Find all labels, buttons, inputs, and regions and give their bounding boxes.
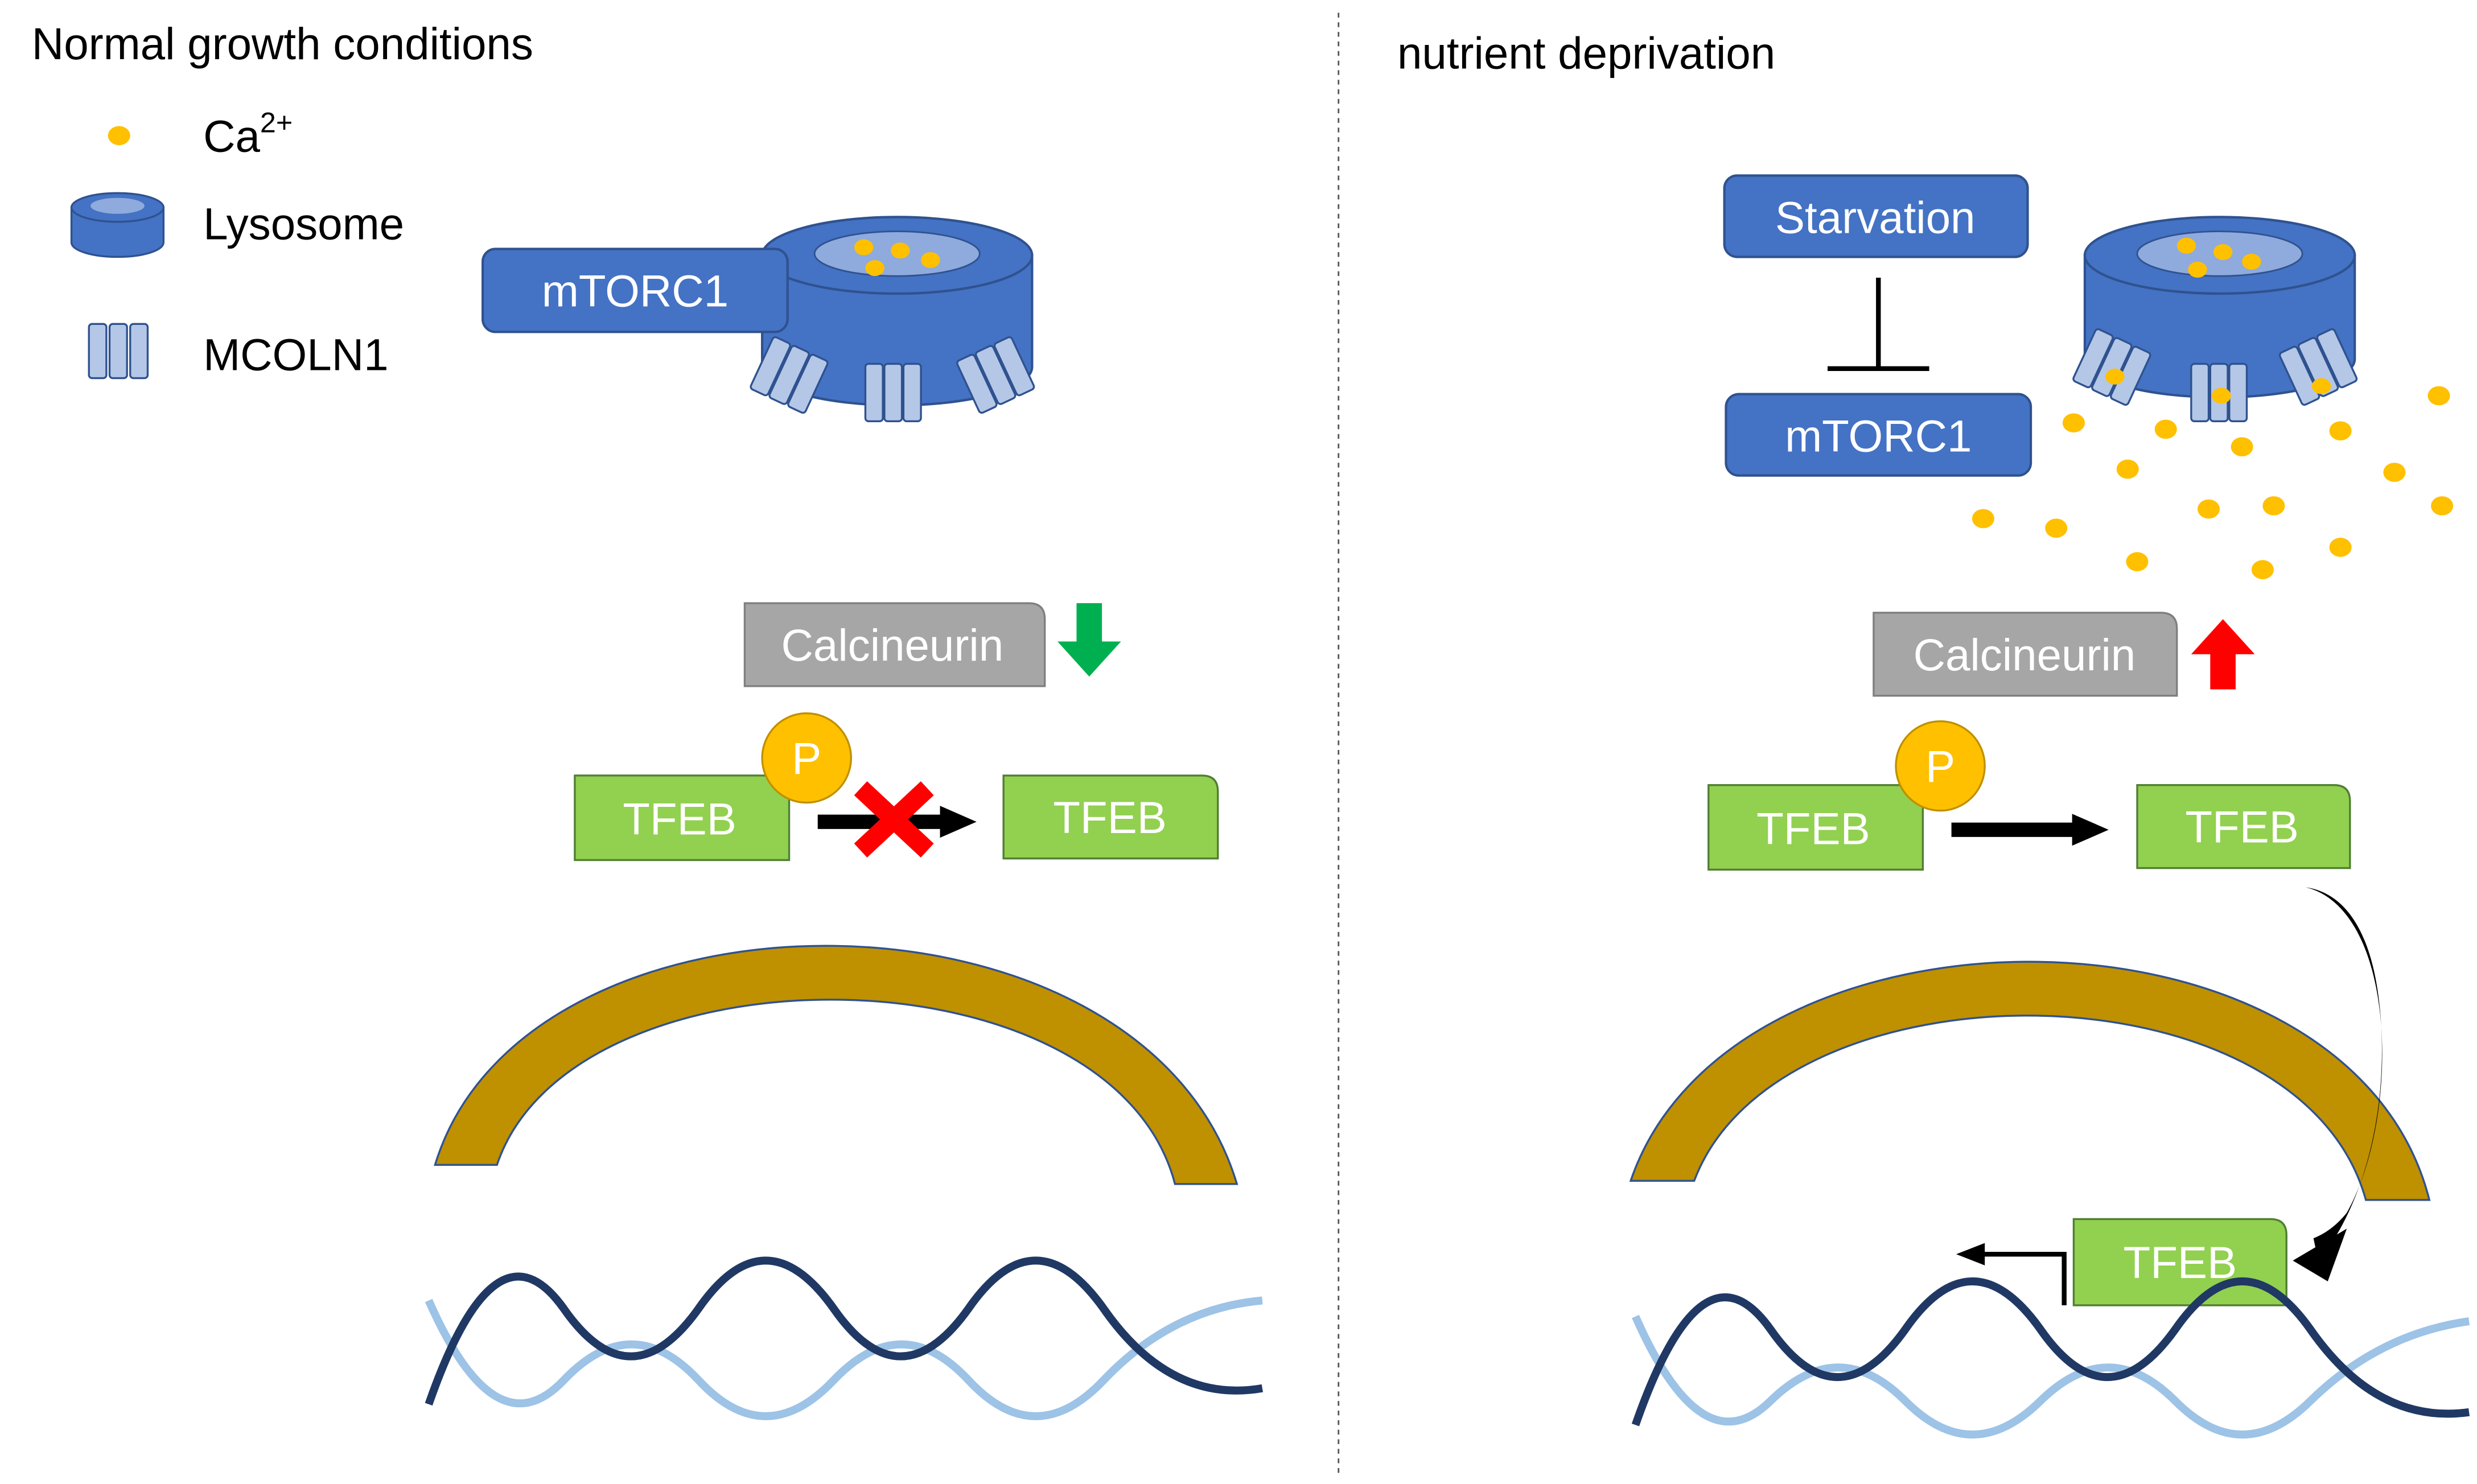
- right-tfeb-free-box: [2136, 784, 2351, 869]
- released-calcium: [1972, 386, 2454, 579]
- starvation-label: Starvation: [1775, 192, 1976, 242]
- right-phospho-label: P: [1925, 741, 1955, 792]
- right-mtorc1-label: mTORC1: [1785, 411, 1972, 461]
- nuclear-translocation-arrow: [2293, 887, 2383, 1281]
- left-calcineurin-box: [743, 602, 1046, 687]
- right-panel-title: nutrient deprivation: [1397, 28, 1775, 78]
- right-dna-strand-light: [1632, 1314, 2470, 1439]
- legend-lysosome-label: Lysosome: [203, 199, 404, 249]
- transcription-start-arrow: [1956, 1243, 2067, 1305]
- left-panel: Normal growth conditions Ca2+ Lysosome M…: [32, 19, 1264, 1420]
- right-calcineurin-box: [1873, 612, 2178, 697]
- left-tfeb-free-label: TFEB: [1053, 793, 1167, 843]
- right-mcoln1-channels: [2072, 328, 2358, 423]
- legend-mcoln1-label: MCOLN1: [203, 329, 388, 380]
- right-mtorc1-box: [1725, 393, 2032, 477]
- left-mcoln1-channels: [750, 336, 1035, 423]
- right-nuclear-envelope: [1629, 961, 2431, 1201]
- left-tfeb-free-box: [1002, 774, 1219, 860]
- right-tfeb-nuclear-label: TFEB: [2124, 1238, 2237, 1288]
- right-phospho-circle: [1895, 720, 1986, 812]
- left-mtorc1-box: [481, 248, 789, 333]
- right-lysosome-calcium: [2176, 237, 2261, 278]
- legend: Ca2+ Lysosome MCOLN1: [70, 106, 404, 380]
- right-panel: nutrient deprivation Starvation mTORC1: [1397, 28, 2470, 1439]
- right-channel-calcium: [2105, 368, 2331, 404]
- right-tfeb-phosphorylated-label: TFEB: [1756, 803, 1870, 854]
- left-dna-strand-dark: [425, 1256, 1264, 1406]
- left-tfeb-phosphorylated-label: TFEB: [623, 794, 736, 844]
- legend-calcium-icon: [108, 126, 130, 146]
- left-phospho-circle: [761, 712, 852, 804]
- legend-calcium-label: Ca2+: [203, 106, 293, 162]
- left-dna-strand-light: [425, 1296, 1263, 1420]
- right-calcineurin-label: Calcineurin: [1914, 630, 2136, 680]
- right-dna-strand-dark: [1631, 1277, 2470, 1427]
- left-panel-title: Normal growth conditions: [32, 19, 533, 69]
- left-block-cross: [854, 781, 934, 858]
- right-tfeb-phosphorylated-box: [1707, 784, 1924, 871]
- right-dna-helix: [1631, 1277, 2470, 1439]
- left-tfeb-phosphorylated-box: [574, 774, 791, 861]
- right-lysosome: [2072, 216, 2358, 423]
- inhibition-bar: [1827, 277, 1929, 371]
- starvation-box: [1723, 174, 2029, 258]
- left-lysosome: [750, 216, 1035, 423]
- calcineurin-down-arrow: [1057, 603, 1121, 677]
- right-dephosphorylation-arrow: [1951, 814, 2109, 846]
- legend-lysosome-icon: [70, 192, 165, 258]
- left-calcineurin-label: Calcineurin: [781, 620, 1004, 670]
- left-lysosome-calcium: [854, 239, 940, 277]
- left-phospho-label: P: [792, 733, 821, 784]
- calcineurin-up-arrow: [2191, 619, 2255, 690]
- left-mtorc1-label: mTORC1: [542, 266, 729, 316]
- left-nuclear-envelope: [434, 945, 1238, 1185]
- legend-mcoln1-icon: [88, 323, 149, 380]
- right-tfeb-free-label: TFEB: [2185, 802, 2299, 852]
- left-dna-helix: [425, 1256, 1264, 1420]
